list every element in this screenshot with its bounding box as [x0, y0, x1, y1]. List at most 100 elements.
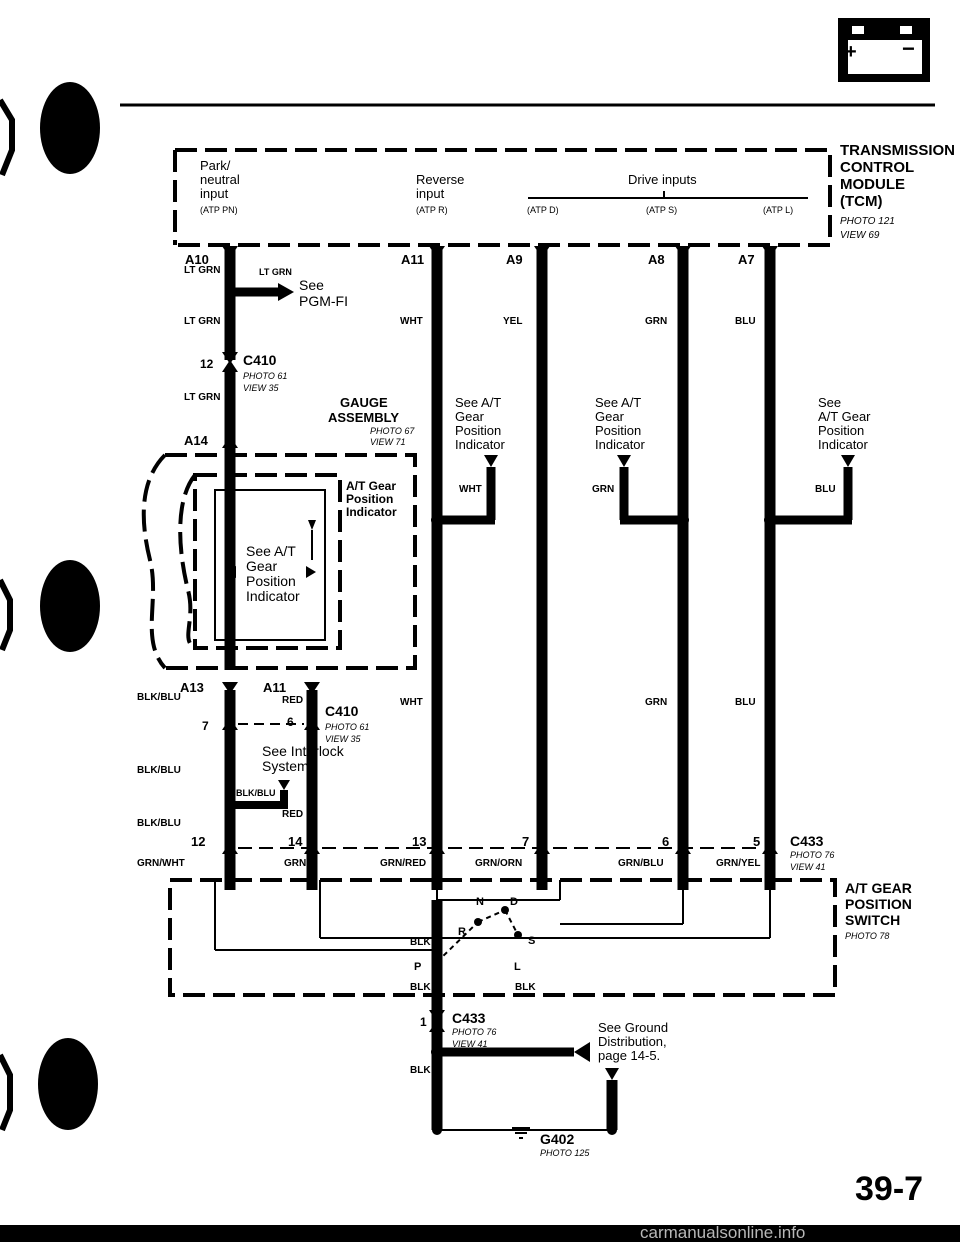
pin-a11: A11: [401, 252, 424, 267]
see-interlock-line2: System: [262, 758, 309, 774]
wire-label-grn-2: GRN: [645, 697, 667, 708]
see-ground-line3: page 14-5.: [598, 1048, 660, 1063]
wire-label-blk-blu-4: BLK/BLU: [236, 788, 276, 798]
wire-label-grn-blu: GRN/BLU: [618, 858, 664, 869]
wire-label-grn-3: GRN: [592, 484, 614, 495]
c433-photo: PHOTO 76: [790, 850, 834, 860]
gear-indicator: A/T Gear Position Indicator See A/T Gear…: [226, 479, 397, 604]
wire-label-grn-wht: GRN/WHT: [137, 858, 185, 869]
wire-label-blu-2: BLU: [735, 697, 756, 708]
switch-title: A/T GEAR POSITION SWITCH PHOTO 78: [845, 880, 912, 941]
wire-label-grn-yel: GRN/YEL: [716, 858, 760, 869]
switch-box: N D R S P L: [168, 878, 837, 997]
gear-ref-branches: WHT GRN BLU: [431, 455, 855, 526]
wire-label-blk-3: BLK: [515, 982, 536, 993]
wire-label-lt-grn-3: LT GRN: [184, 316, 220, 327]
wire-label-blk-blu-1: BLK/BLU: [137, 692, 181, 703]
gauge-view: VIEW 71: [370, 437, 406, 447]
wire-label-grn-orn: GRN/ORN: [475, 858, 522, 869]
binding-holes: [0, 82, 100, 1132]
reverse-code: (ATP R): [416, 205, 448, 215]
pin-markers: [222, 246, 778, 258]
wire-label-lt-grn-1: LT GRN: [184, 265, 220, 276]
c410-pin-12: 12: [200, 357, 214, 371]
wire-label-red-1: RED: [282, 695, 303, 706]
atp-d-label: (ATP D): [527, 205, 559, 215]
gauge-ref-line4: Indicator: [246, 588, 300, 604]
ref-yel-line1: See A/T: [455, 395, 501, 410]
see-ground-line2: Distribution,: [598, 1034, 667, 1049]
c433-label: C433: [790, 833, 824, 849]
gauge-assembly-box: [141, 453, 417, 670]
pin-a11-gauge: A11: [263, 680, 286, 695]
ref-yel-line4: Indicator: [455, 437, 506, 452]
see-pgm-line1: See: [299, 277, 324, 293]
wire-label-wht-1: WHT: [400, 316, 423, 327]
battery-icon: + −: [838, 18, 930, 82]
wire-label-blk-2: BLK: [410, 982, 431, 993]
tcm-title-line1: TRANSMISSION: [840, 142, 955, 159]
reverse-line1: Reverse: [416, 172, 464, 187]
c433-pin-6: 6: [662, 834, 669, 849]
wire-label-blk-blu-2: BLK/BLU: [137, 765, 181, 776]
tcm-inputs: Park/ neutral input (ATP PN) Reverse inp…: [200, 158, 808, 215]
ref-blu-line3: Position: [818, 423, 864, 438]
switch-title-line1: A/T GEAR: [845, 880, 912, 896]
wire-label-blk-blu-3: BLK/BLU: [137, 818, 181, 829]
bottom-border: [0, 1225, 960, 1242]
switch-pos-n: N: [476, 896, 484, 908]
park-neutral-code: (ATP PN): [200, 205, 238, 215]
c410-label: C410: [243, 352, 277, 368]
c433-pin-7: 7: [522, 834, 529, 849]
c433-lower: 1 C433 PHOTO 76 VIEW 41: [420, 1010, 496, 1049]
svg-text:−: −: [902, 36, 915, 61]
pin-a9: A9: [506, 252, 523, 267]
wire-label-blu-1: BLU: [735, 316, 756, 327]
c433-pin-5: 5: [753, 834, 760, 849]
see-ground-line1: See Ground: [598, 1020, 668, 1035]
g402-label: G402: [540, 1131, 574, 1147]
c433-upper: 12 14 13 7 6 5 C433 PHOTO 76 VIEW 41: [191, 833, 834, 872]
wire-label-red-2: RED: [282, 809, 303, 820]
c410-pin-7: 7: [202, 719, 209, 733]
c410-upper: 12 C410 PHOTO 61 VIEW 35: [200, 352, 287, 393]
switch-pos-d: D: [510, 896, 518, 908]
c410-photo-2: PHOTO 61: [325, 722, 369, 732]
wire-label-lt-grn-4: LT GRN: [184, 392, 220, 403]
tcm-title-line3: MODULE: [840, 176, 905, 193]
ref-yel-line3: Position: [455, 423, 501, 438]
tcm-photo: PHOTO 121: [840, 216, 895, 227]
ref-yel-line2: Gear: [455, 409, 485, 424]
gauge-title-line1: GAUGE: [340, 395, 388, 410]
gauge-assembly-title: GAUGE ASSEMBLY PHOTO 67 VIEW 71 A14: [184, 395, 415, 448]
c410-pin-6: 6: [287, 715, 294, 729]
c433-label-2: C433: [452, 1010, 486, 1026]
tcm-title: TRANSMISSION CONTROL MODULE (TCM) PHOTO …: [840, 142, 955, 241]
wire-label-wht-3: WHT: [459, 484, 482, 495]
wire-label-yel: YEL: [503, 316, 522, 327]
c410-view-2: VIEW 35: [325, 734, 362, 744]
switch-title-line3: SWITCH: [845, 912, 900, 928]
c433-view-2: VIEW 41: [452, 1039, 488, 1049]
park-neutral-line1: Park/: [200, 158, 231, 173]
c433-pin-12: 12: [191, 834, 205, 849]
drive-inputs-label: Drive inputs: [628, 172, 697, 187]
gauge-ref-line3: Position: [246, 573, 296, 589]
ref-blu-line1: See: [818, 395, 841, 410]
gauge-indicator-line2: Position: [346, 492, 393, 506]
ref-grn-line1: See A/T: [595, 395, 641, 410]
tcm-box: [173, 148, 832, 247]
pin-a14: A14: [184, 433, 209, 448]
pin-a7: A7: [738, 252, 755, 267]
park-neutral-line2: neutral: [200, 172, 240, 187]
tcm-title-line2: CONTROL: [840, 159, 914, 176]
ref-blu-line4: Indicator: [818, 437, 869, 452]
ref-grn-line2: Gear: [595, 409, 625, 424]
tcm-view: VIEW 69: [840, 230, 880, 241]
c410-photo: PHOTO 61: [243, 371, 287, 381]
wire-label-blk-1: BLK: [410, 937, 431, 948]
c433-pin-14: 14: [288, 834, 303, 849]
switch-pos-l: L: [514, 961, 521, 973]
wire-label-lt-grn-2: LT GRN: [259, 267, 292, 277]
gear-refs: See A/T Gear Position Indicator See A/T …: [455, 395, 871, 452]
